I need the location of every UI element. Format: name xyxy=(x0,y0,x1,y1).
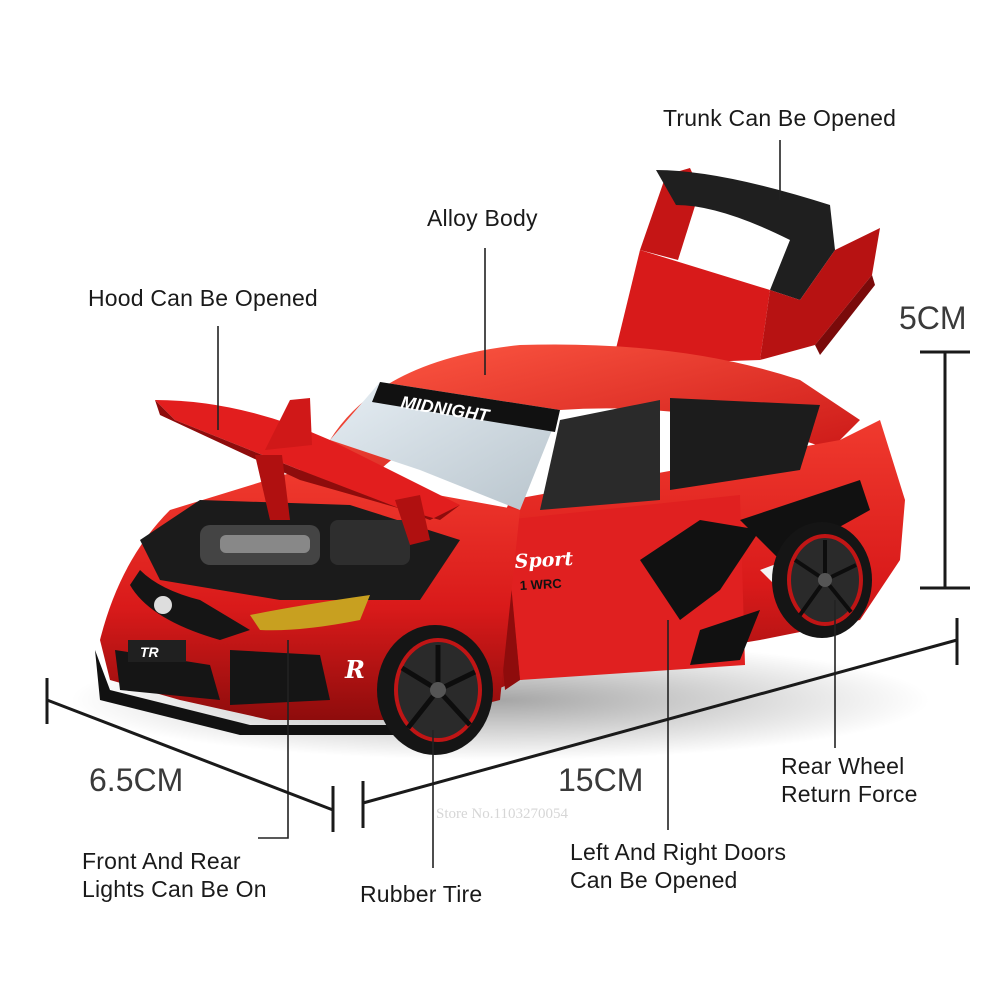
rear-wheel-callout-line2: Return Force xyxy=(781,781,918,807)
length-dimension-label: 15CM xyxy=(558,762,644,798)
rear-wheel-callout-line1: Rear Wheel xyxy=(781,753,905,779)
width-dimension-line xyxy=(46,698,334,812)
front-badge-decal: TR xyxy=(140,644,160,660)
rear-wing xyxy=(612,168,880,365)
lights-callout-line2: Lights Can Be On xyxy=(82,876,267,902)
hood-callout: Hood Can Be Opened xyxy=(88,285,318,311)
opened-hood xyxy=(155,398,460,545)
lights-callout-line1: Front And Rear xyxy=(82,848,241,874)
alloy-body-callout: Alloy Body xyxy=(427,205,538,231)
height-dimension-label: 5CM xyxy=(899,300,967,336)
door-script-decal: Sport xyxy=(514,548,574,573)
doors-callout-line1: Left And Right Doors xyxy=(570,839,787,865)
length-dimension-line xyxy=(362,638,958,805)
door-badge-decal: 1 WRC xyxy=(519,576,562,593)
doors-callout-line2: Can Be Opened xyxy=(570,867,738,893)
rubber-tire-callout: Rubber Tire xyxy=(360,881,483,907)
fender-decal: R xyxy=(344,655,365,684)
rear-wheel xyxy=(772,522,872,638)
store-watermark: Store No.1103270054 xyxy=(436,806,568,822)
trunk-callout: Trunk Can Be Opened xyxy=(663,105,897,131)
lights-leader-line xyxy=(258,640,289,839)
front-wheel xyxy=(377,625,493,755)
width-dimension-label: 6.5CM xyxy=(89,762,184,798)
